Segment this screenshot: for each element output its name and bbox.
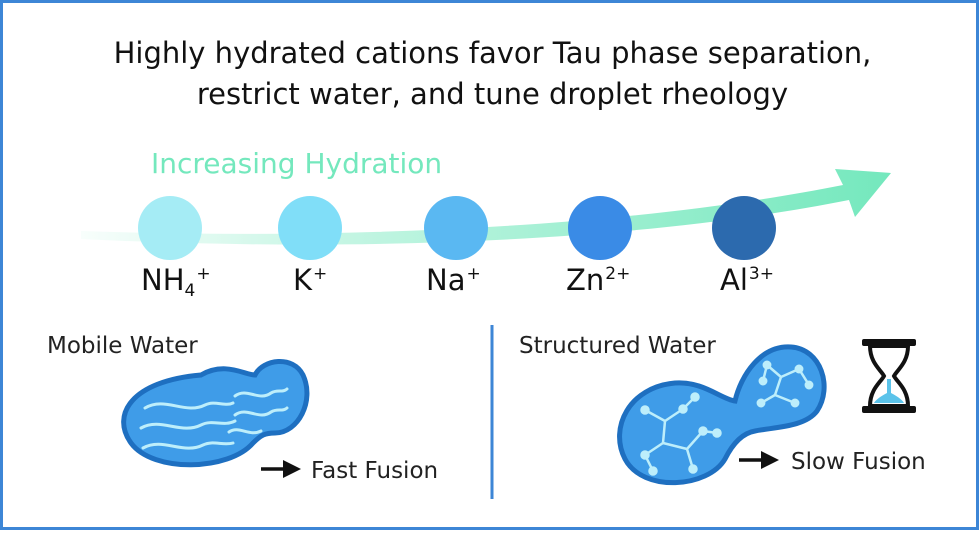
ion-circle-al <box>712 196 776 260</box>
fast-fusion-label: Fast Fusion <box>311 458 439 484</box>
ion-label-nh4: NH4+ <box>141 263 211 301</box>
right-arrow-icon <box>261 460 301 478</box>
increasing-hydration-label: Increasing Hydration <box>151 147 443 180</box>
ion-label-k: K+ <box>293 263 328 297</box>
slow-fusion-label: Slow Fusion <box>791 449 926 475</box>
structured-water-droplet <box>617 344 827 486</box>
diagram-graphics <box>81 169 916 499</box>
ion-circle-zn <box>568 196 632 260</box>
figure-title: Highly hydrated cations favor Tau phase … <box>3 33 979 115</box>
ion-circle-k <box>278 196 342 260</box>
ion-label-na: Na+ <box>426 263 481 297</box>
right-arrow-icon <box>739 451 779 469</box>
ion-label-zn: Zn2+ <box>566 263 631 297</box>
ion-label-al: Al3+ <box>720 263 774 297</box>
ion-circle-nh4 <box>138 196 202 260</box>
hourglass-icon <box>862 339 916 413</box>
mobile-water-droplet <box>121 359 310 468</box>
structured-water-heading: Structured Water <box>519 333 716 359</box>
ion-circle-na <box>424 196 488 260</box>
title-line-1: Highly hydrated cations favor Tau phase … <box>113 36 872 70</box>
mobile-water-heading: Mobile Water <box>47 333 198 359</box>
title-line-2: restrict water, and tune droplet rheolog… <box>196 77 789 111</box>
